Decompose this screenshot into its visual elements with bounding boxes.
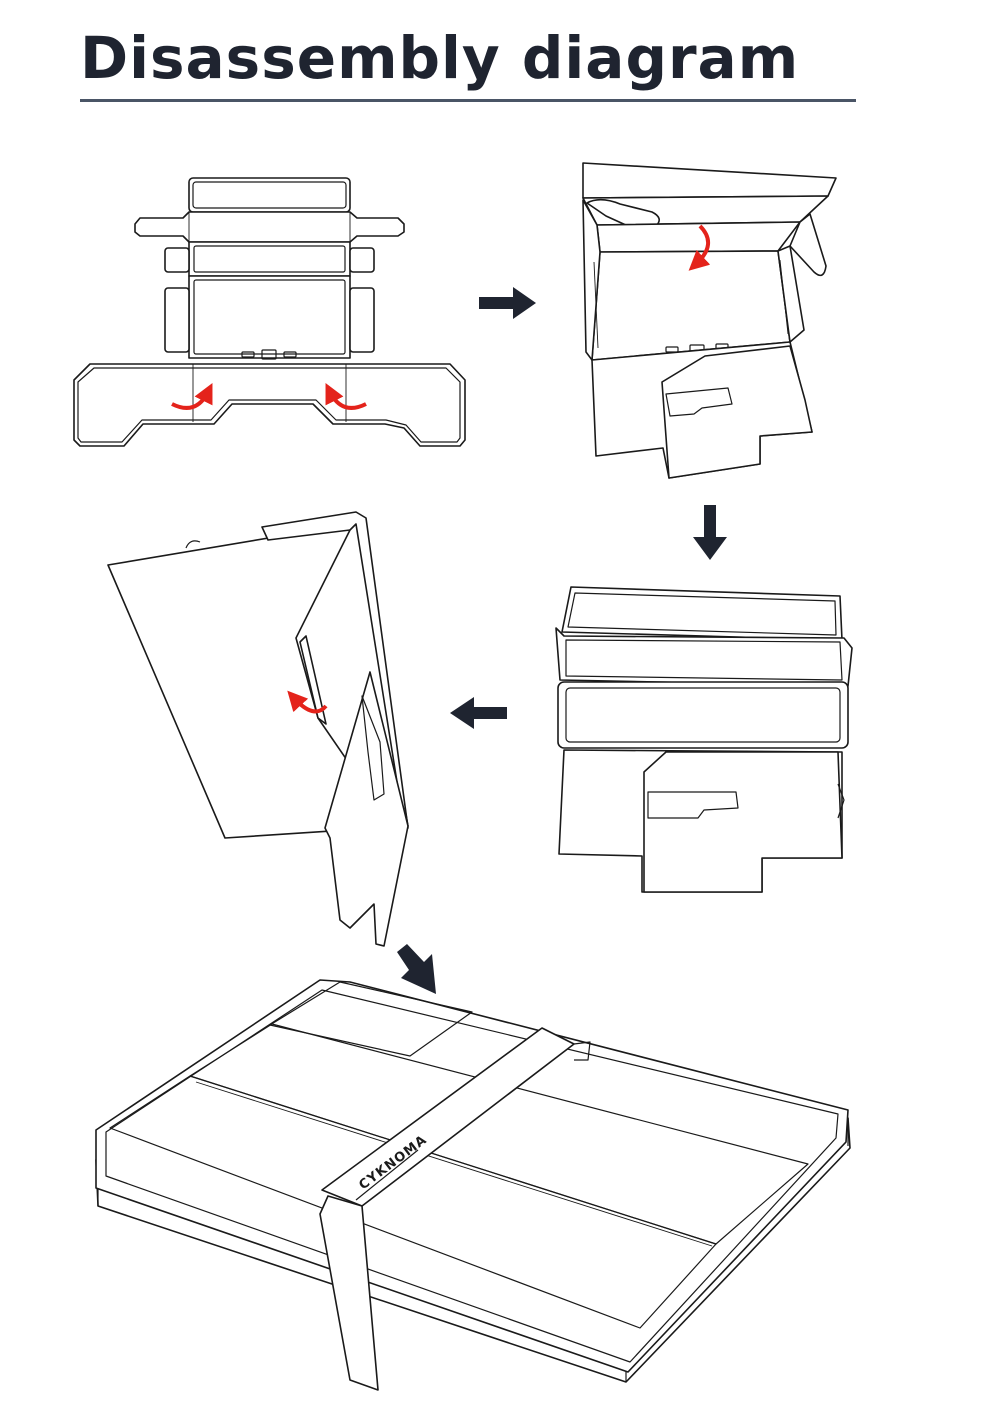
step-5-closed-case: CYKNOMA bbox=[95, 979, 851, 1391]
step-arrow-diagonal-icon bbox=[397, 944, 436, 994]
page-title: Disassembly diagram bbox=[80, 24, 800, 92]
step-arrow-right-icon bbox=[479, 287, 536, 319]
title-underline bbox=[80, 99, 856, 102]
step-1-flat-stand bbox=[73, 177, 466, 447]
step-arrow-down-icon bbox=[693, 505, 727, 560]
step-4-panel-folding-over bbox=[107, 511, 409, 947]
step-2-side-flaps-folded bbox=[582, 162, 837, 479]
step-3-top-panels-folded bbox=[555, 586, 853, 893]
step-arrow-left-icon bbox=[450, 697, 507, 729]
